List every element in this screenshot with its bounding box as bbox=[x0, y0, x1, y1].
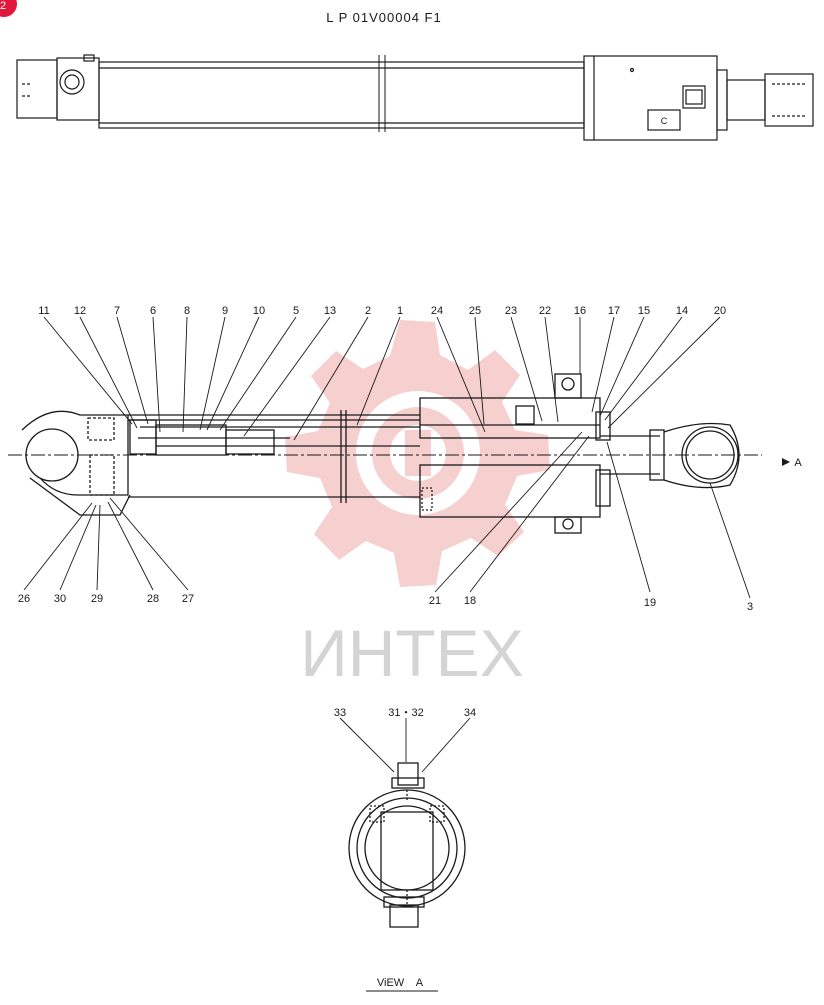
callouts-top: 11 12 7 6 8 9 10 5 13 2 1 24 25 23 22 16… bbox=[38, 305, 726, 317]
callout-13: 13 bbox=[324, 305, 336, 317]
callout-16: 16 bbox=[574, 305, 586, 317]
callout-3: 3 bbox=[747, 601, 753, 613]
callout-7: 7 bbox=[114, 305, 120, 317]
callout-22: 22 bbox=[539, 305, 551, 317]
callout-1: 1 bbox=[397, 305, 403, 317]
direction-label: A bbox=[794, 457, 802, 469]
callout-6: 6 bbox=[150, 305, 156, 317]
view-label: ViEW A bbox=[377, 977, 424, 989]
callout-12: 12 bbox=[74, 305, 86, 317]
drawing-code: L P 01V00004 F1 bbox=[326, 10, 441, 25]
callout-34: 34 bbox=[464, 707, 476, 719]
callout-28: 28 bbox=[147, 593, 159, 605]
callouts-bottom: 26 30 29 28 27 21 18 19 3 bbox=[18, 593, 753, 613]
callout-26: 26 bbox=[18, 593, 30, 605]
callout-25: 25 bbox=[469, 305, 481, 317]
callout-18: 18 bbox=[464, 595, 476, 607]
view-callout-leaders bbox=[339, 717, 471, 773]
callout-31-32: 31・32 bbox=[388, 707, 423, 719]
callout-14: 14 bbox=[676, 305, 688, 317]
callout-23: 23 bbox=[505, 305, 517, 317]
callout-27: 27 bbox=[182, 593, 194, 605]
page-badge-number: 2 bbox=[0, 0, 6, 12]
callout-17: 17 bbox=[608, 305, 620, 317]
callout-9: 9 bbox=[222, 305, 228, 317]
page-badge: 2 bbox=[0, 0, 17, 17]
callout-2: 2 bbox=[365, 305, 371, 317]
callout-20: 20 bbox=[714, 305, 726, 317]
top-view-mark: C bbox=[661, 116, 668, 126]
callout-30: 30 bbox=[54, 593, 66, 605]
callouts-view: 33 31・32 34 bbox=[334, 707, 476, 719]
callout-11: 11 bbox=[38, 305, 49, 317]
cylinder-external-view: C bbox=[16, 54, 814, 141]
callout-21: 21 bbox=[429, 595, 441, 607]
callout-8: 8 bbox=[184, 305, 190, 317]
watermark-logo bbox=[285, 320, 550, 587]
watermark-text: ИНТЕХ bbox=[300, 616, 523, 690]
callout-33: 33 bbox=[334, 707, 346, 719]
view-a-detail bbox=[348, 762, 466, 928]
callout-29: 29 bbox=[91, 593, 103, 605]
callout-10: 10 bbox=[253, 305, 265, 317]
callout-24: 24 bbox=[431, 305, 443, 317]
callout-5: 5 bbox=[293, 305, 299, 317]
callout-15: 15 bbox=[638, 305, 650, 317]
callout-leaders bbox=[23, 316, 751, 599]
callout-19: 19 bbox=[644, 597, 656, 609]
